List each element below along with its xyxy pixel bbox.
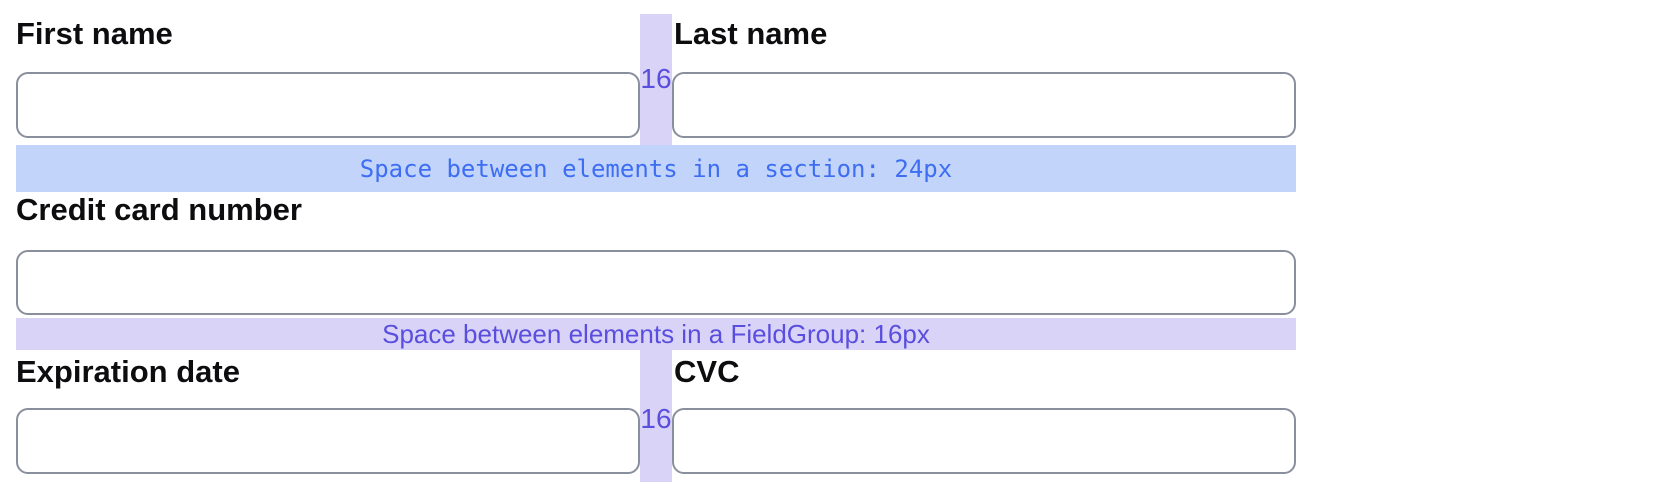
last-name-input[interactable] [672,72,1296,138]
fieldgroup-gap-caption: Space between elements in a FieldGroup: … [382,318,930,349]
credit-card-label: Credit card number [16,192,302,227]
cvc-label: CVC [674,354,740,389]
credit-card-input[interactable] [16,250,1296,315]
first-name-input[interactable] [16,72,640,138]
section-gap-caption: Space between elements in a section: 24p… [359,154,953,183]
last-name-label: Last name [674,16,828,51]
first-name-label: First name [16,16,173,51]
cvc-input[interactable] [672,408,1296,474]
column-gap-value-bottom: 16 [640,403,672,434]
expiration-date-label: Expiration date [16,354,240,389]
column-gap-strip-top [640,14,672,145]
fieldgroup-gap-band: Space between elements in a FieldGroup: … [16,318,1296,350]
expiration-date-input[interactable] [16,408,640,474]
column-gap-strip-bottom [640,350,672,482]
column-gap-value-top: 16 [640,63,672,94]
section-gap-band: Space between elements in a section: 24p… [16,145,1296,192]
